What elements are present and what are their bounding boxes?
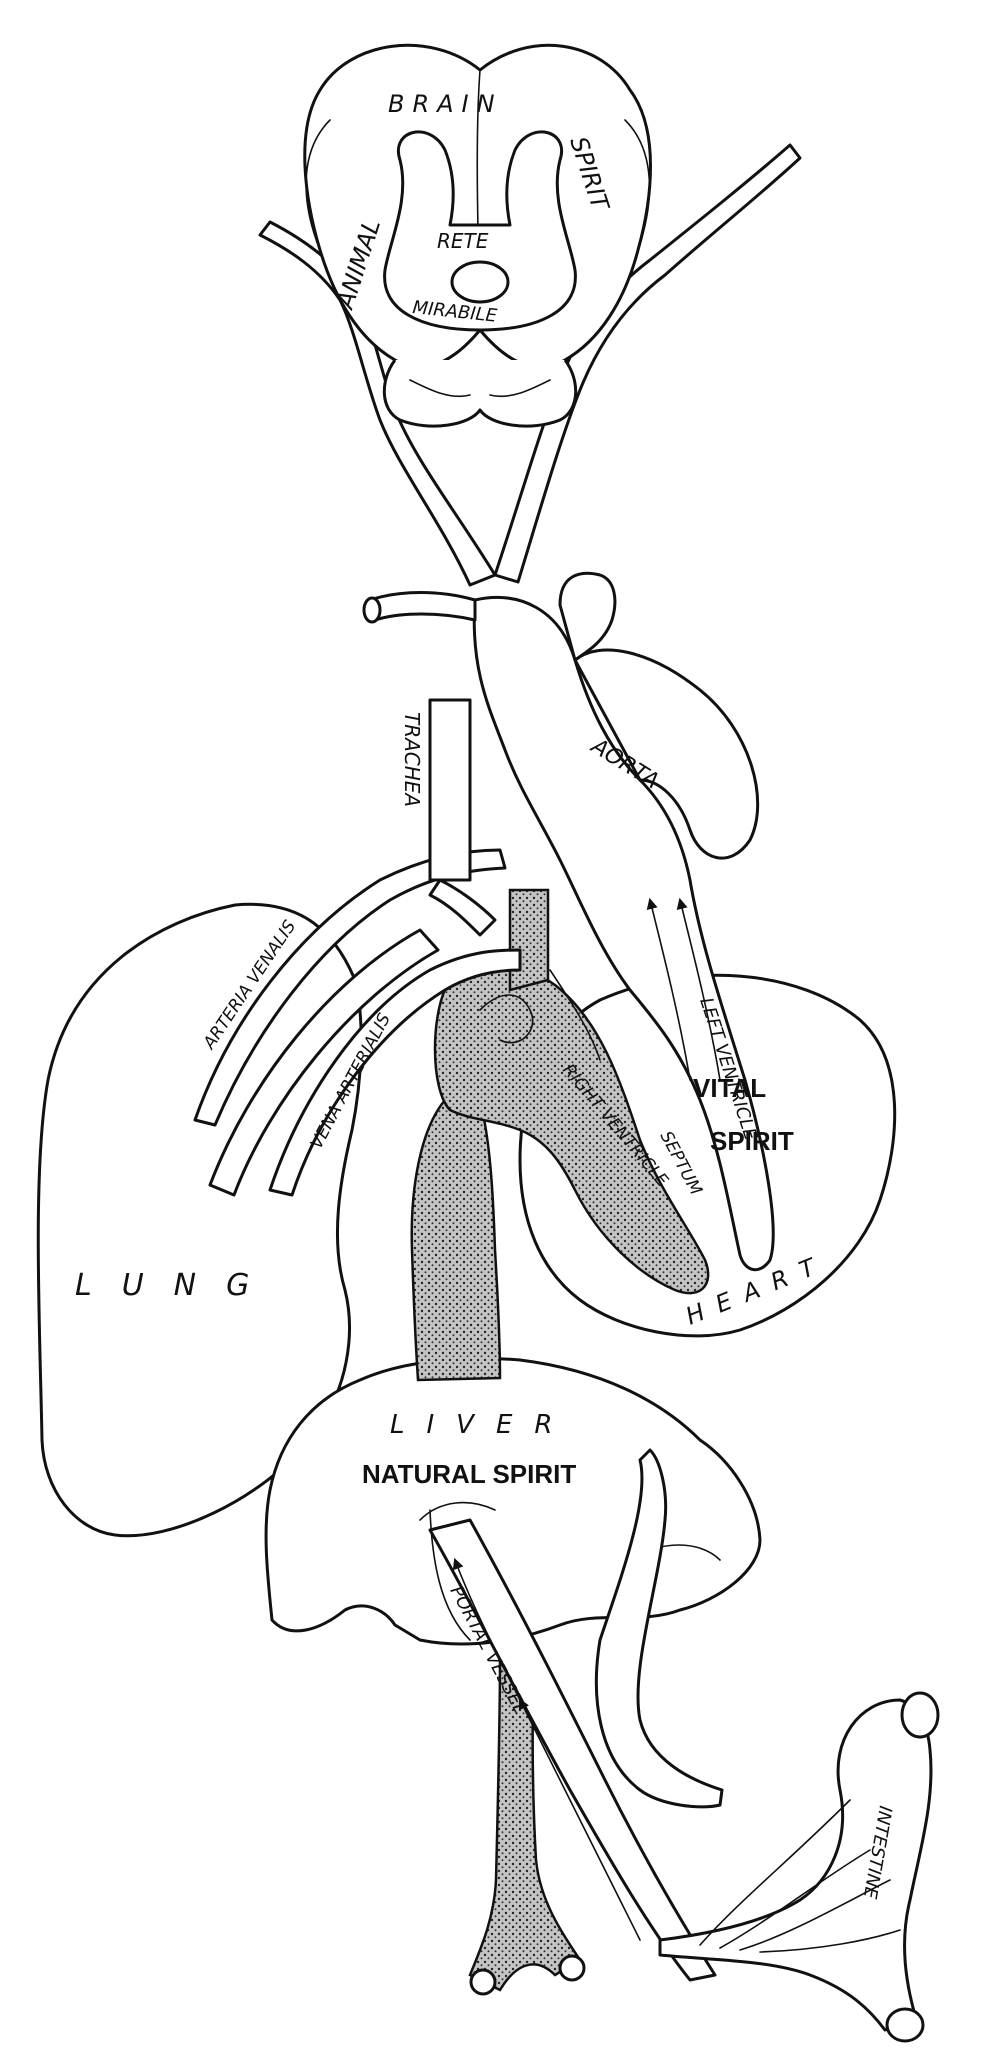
brain	[303, 43, 652, 428]
vena-cava	[410, 1098, 586, 1996]
portal-vessel	[428, 1448, 724, 1982]
aorta	[472, 571, 775, 1271]
label-vital: VITAL	[693, 1073, 766, 1103]
label-natural-spirit: NATURAL SPIRIT	[362, 1459, 576, 1489]
label-lung: LUNG	[75, 1268, 279, 1303]
label-trachea: TRACHEA	[400, 712, 424, 807]
right-ventricle	[433, 888, 710, 1295]
label-liver: LIVER	[390, 1410, 574, 1440]
label-rete: RETE	[437, 229, 489, 253]
pulmonary-vessels	[193, 698, 522, 1197]
label-brain: BRAIN	[388, 90, 503, 118]
intestine	[658, 1691, 940, 2043]
label-vital-spirit: SPIRIT	[710, 1126, 794, 1156]
